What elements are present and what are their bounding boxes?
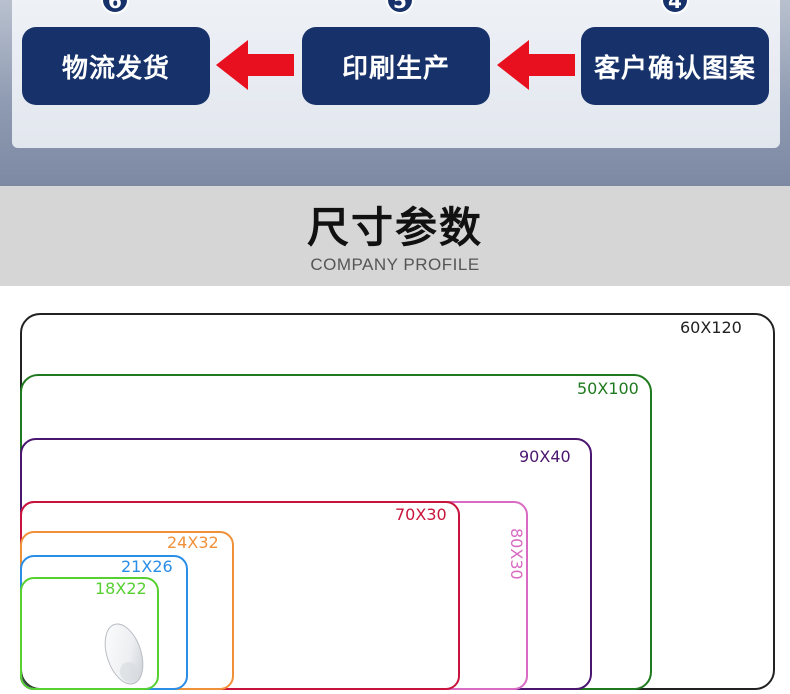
section-subtitle: COMPANY PROFILE [310,255,480,274]
step-number-badge: 5 [386,0,414,14]
size-label-80x30: 80X30 [507,528,526,580]
step-label: 印刷生产 [341,53,450,84]
step-label: 客户确认图案 [593,53,756,84]
mouse-icon [104,623,144,685]
size-label-18x22: 18X22 [95,579,147,598]
step-number-badge: 6 [101,0,129,14]
step-customer-confirm: 客户确认图案 [581,27,769,105]
size-label-21x26: 21X26 [121,557,173,576]
size-outline-18x22 [20,577,159,690]
step-logistics: 物流发货 [22,27,210,105]
size-label-24x32: 24X32 [167,533,219,552]
step-printing: 印刷生产 [302,27,490,105]
size-label-50x100: 50X100 [577,379,639,398]
section-header-band [0,186,790,286]
section-title: 尺寸参数 [306,203,483,252]
size-label-60x120: 60X120 [680,318,742,337]
size-label-90x40: 90X40 [519,447,571,466]
step-label: 物流发货 [61,53,170,84]
left-arrow-icon [497,40,575,90]
size-label-70x30: 70X30 [395,505,447,524]
left-arrow-icon [216,40,294,90]
